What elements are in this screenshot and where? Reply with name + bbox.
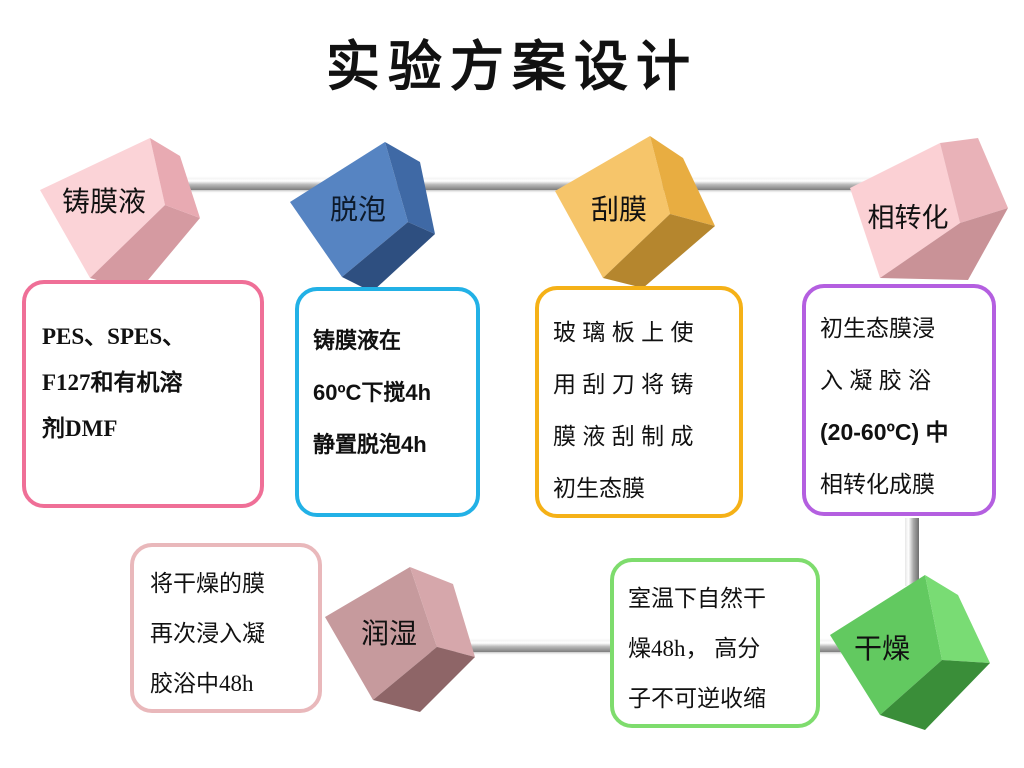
detail-line: 膜 液 刮 制 成 [553, 423, 694, 449]
detail-line: 子不可逆收缩 [628, 686, 766, 711]
detail-line: 初生态膜浸 [820, 315, 935, 341]
step-cube-5: 干燥 [830, 575, 990, 730]
detail-line: 入 凝 胶 浴 [820, 367, 932, 393]
detail-line: 静置脱泡4h [313, 432, 427, 457]
detail-line: 再次浸入凝 [150, 621, 265, 646]
vertical-connector-bar [905, 518, 919, 586]
detail-line: 胶浴中48h [150, 671, 254, 696]
detail-line: 60ºC下搅4h [313, 380, 432, 405]
step-label-2: 脱泡 [329, 193, 386, 226]
detail-box-6: 将干燥的膜 再次浸入凝 胶浴中48h [130, 543, 322, 713]
step-label-3: 刮膜 [590, 193, 647, 226]
cube-icon [290, 142, 435, 292]
cube-icon [850, 138, 1008, 280]
detail-box-1: PES、SPES、 F127和有机溶 剂DMF [22, 280, 264, 508]
cube-icon [555, 136, 715, 288]
step-label-4: 相转化 [867, 203, 949, 234]
top-connector-bar [165, 178, 910, 190]
step-label-1: 铸膜液 [61, 185, 146, 218]
detail-box-2: 铸膜液在 60ºC下搅4h 静置脱泡4h [295, 287, 480, 517]
detail-line: 室温下自然干 [628, 586, 766, 611]
detail-box-5: 室温下自然干 燥48h， 高分 子不可逆收缩 [610, 558, 820, 728]
detail-line: PES、SPES、 [42, 324, 186, 349]
detail-line: 相转化成膜 [820, 471, 935, 497]
cube-icon [325, 567, 475, 712]
detail-box-3: 玻 璃 板 上 使 用 刮 刀 将 铸 膜 液 刮 制 成 初生态膜 [535, 286, 743, 518]
detail-line: 用 刮 刀 将 铸 [553, 371, 694, 397]
detail-box-4: 初生态膜浸 入 凝 胶 浴 (20-60ºC) 中 相转化成膜 [802, 284, 996, 516]
step-cube-1: 铸膜液 [40, 138, 200, 292]
detail-line: 铸膜液在 [313, 328, 402, 353]
step-cube-4: 相转化 [850, 138, 1008, 280]
step-label-5: 干燥 [853, 632, 910, 665]
cube-icon [830, 575, 990, 730]
detail-line: 燥48h， 高分 [628, 636, 761, 661]
detail-line: 将干燥的膜 [150, 571, 265, 596]
detail-line: 玻 璃 板 上 使 [553, 319, 694, 345]
detail-line: 剂DMF [42, 416, 118, 441]
page-title: 实验方案设计 [326, 34, 698, 98]
cube-icon [40, 138, 200, 292]
detail-line: 初生态膜 [553, 475, 645, 501]
step-label-6: 润湿 [360, 617, 417, 650]
step-cube-2: 脱泡 [290, 142, 435, 292]
step-cube-3: 刮膜 [555, 136, 715, 288]
step-cube-6: 润湿 [325, 562, 475, 712]
detail-line: F127和有机溶 [42, 370, 183, 395]
detail-line: (20-60ºC) 中 [820, 419, 949, 445]
